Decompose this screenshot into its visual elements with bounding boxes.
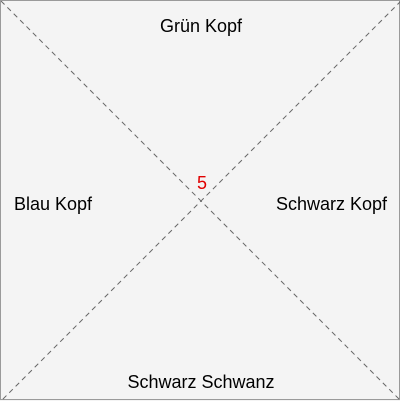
- edge-label-right: Schwarz Kopf: [275, 194, 387, 214]
- edge-label-top: Grün Kopf: [159, 16, 243, 36]
- tile-number: 5: [196, 173, 207, 193]
- edge-label-bottom: Schwarz Schwanz: [127, 372, 275, 392]
- edge-label-left: Blau Kopf: [14, 194, 93, 214]
